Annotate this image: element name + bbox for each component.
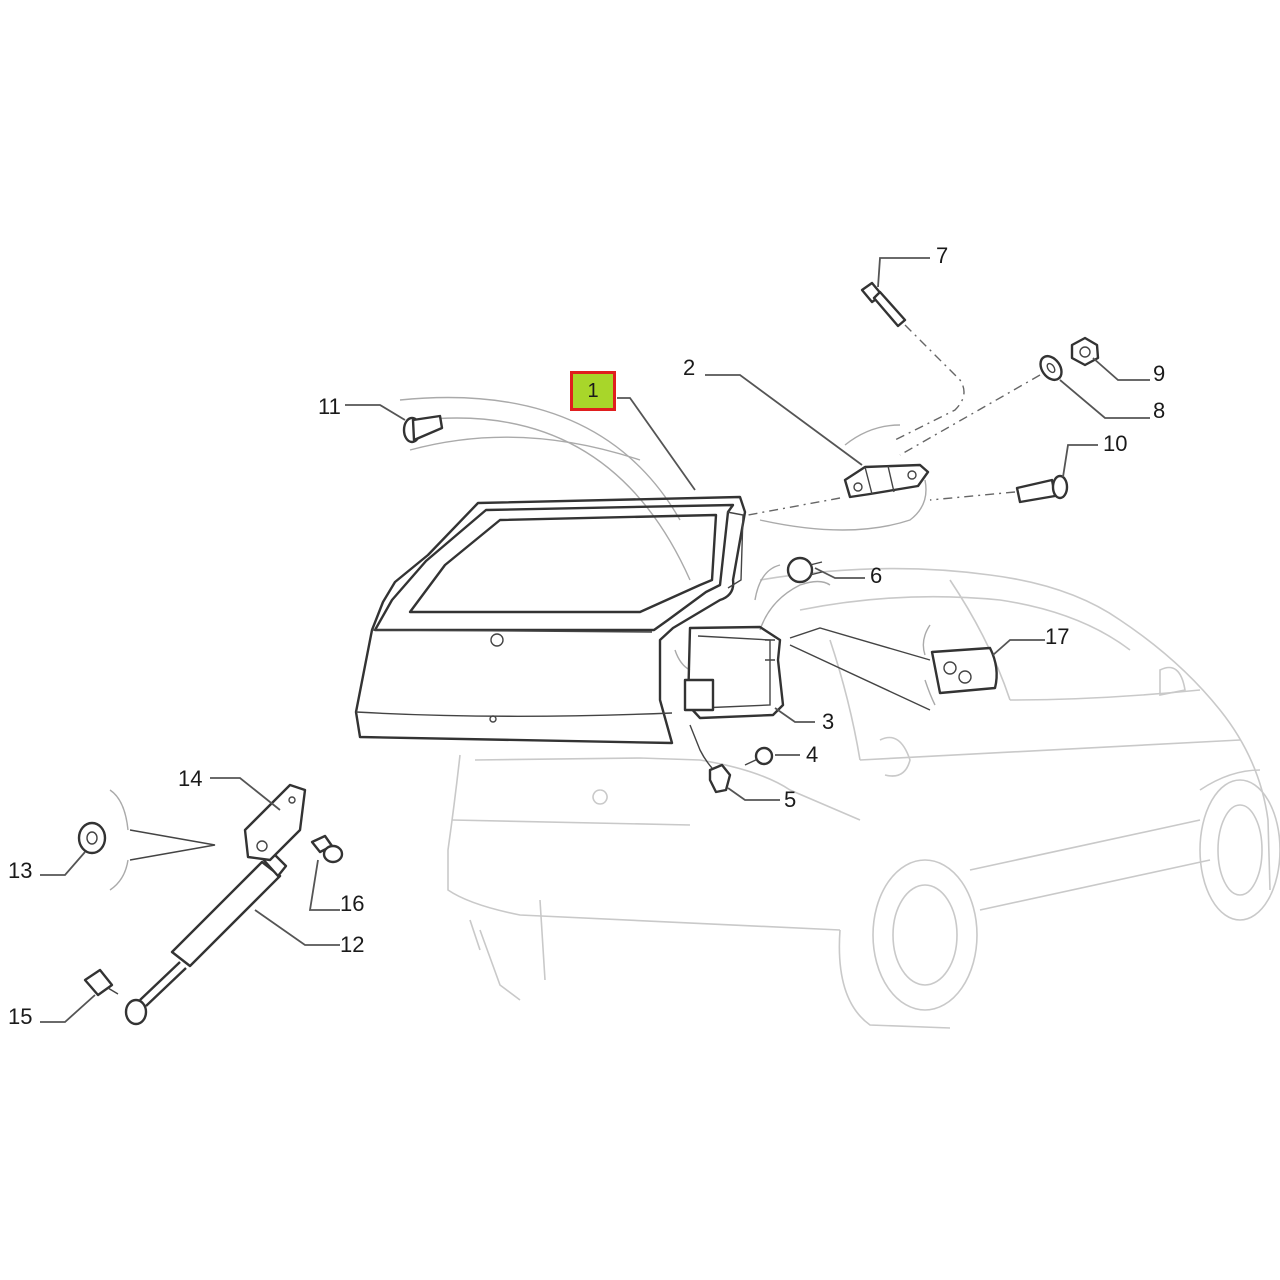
car-body-outline (447, 567, 1280, 1029)
part-3-label: 3 (822, 709, 835, 734)
part-4-label: 4 (806, 742, 819, 767)
part-16-label: 16 (340, 891, 365, 916)
screw-part-4 (744, 746, 774, 766)
bolt-part-10 (1015, 474, 1069, 504)
nut-part-9 (1070, 336, 1100, 367)
tailgate-part-1 (354, 495, 747, 745)
gas-strut-part-12 (124, 850, 288, 1026)
part-14-label: 14 (178, 766, 203, 791)
leader-lines (40, 257, 1150, 1023)
ball-stud-part-15 (83, 968, 119, 997)
part-2-label: 2 (683, 355, 696, 380)
part-8-label: 8 (1153, 398, 1166, 423)
part-12-label: 12 (340, 932, 365, 957)
part-11-label: 11 (318, 394, 341, 419)
part-1-label-highlighted: 1 (570, 371, 616, 411)
part-15-label: 15 (8, 1004, 33, 1029)
assembly-lines (109, 324, 1041, 891)
part-13-label: 13 (8, 858, 33, 883)
cover-panel-part-3 (683, 625, 785, 720)
part-9-label: 9 (1153, 361, 1166, 386)
latch-plate-part-17 (930, 646, 998, 695)
hinge-part-2 (843, 463, 930, 499)
part-7-label: 7 (936, 243, 949, 268)
background-arcs (399, 396, 936, 706)
part-5-label: 5 (784, 787, 797, 812)
bolt-part-7 (860, 281, 907, 328)
plug-part-6 (786, 556, 823, 584)
part-17-label: 17 (1045, 624, 1070, 649)
bump-stop-part-11 (402, 414, 444, 444)
washer-part-8 (1039, 354, 1063, 382)
clip-part-5 (708, 763, 732, 794)
part-6-label: 6 (870, 563, 883, 588)
washer-part-13 (77, 821, 107, 855)
part-10-label: 10 (1103, 431, 1128, 456)
ball-stud-part-16 (310, 834, 344, 864)
bracket-part-14 (243, 783, 307, 862)
